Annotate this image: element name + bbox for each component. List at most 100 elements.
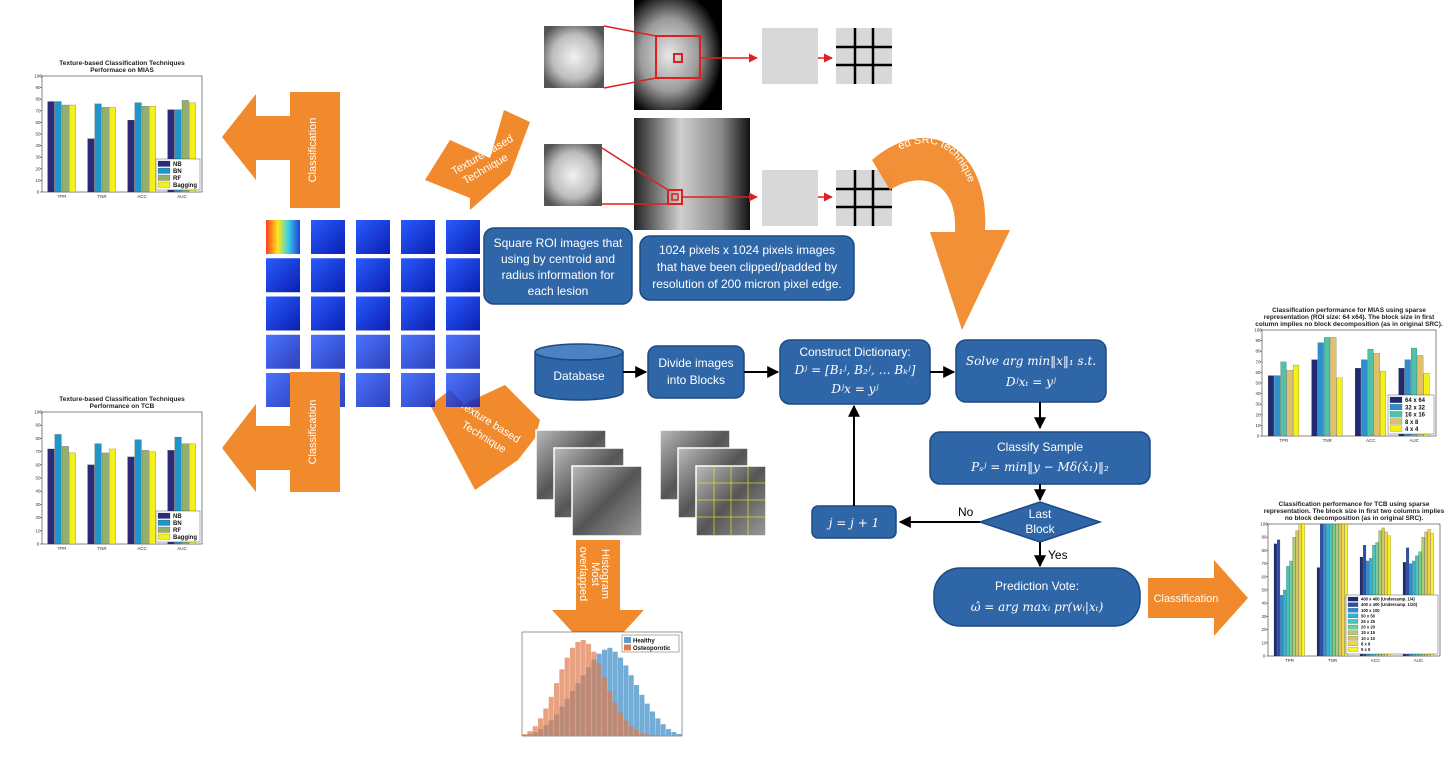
y-tick-label: 20: [35, 166, 41, 171]
bar: [54, 101, 62, 193]
texture-feature-cell: [311, 334, 345, 369]
histogram-bar: [639, 733, 645, 736]
legend-swatch: [157, 174, 171, 181]
bar: [47, 448, 55, 545]
y-tick-label: 90: [1255, 338, 1261, 343]
svg-text:Construct Dictionary:: Construct Dictionary:: [799, 345, 910, 359]
bar: [1381, 527, 1385, 657]
yes-label: Yes: [1048, 548, 1068, 562]
legend-swatch: [1347, 636, 1359, 641]
y-tick-label: 20: [1261, 627, 1267, 632]
bar: [1378, 530, 1382, 657]
bar: [69, 104, 76, 193]
block-grid-1: [836, 28, 892, 84]
svg-text:j = j + 1: j = j + 1: [826, 516, 879, 530]
bar: [1324, 337, 1330, 437]
texture-feature-cell: [356, 258, 390, 293]
legend-entry: Healthy: [633, 639, 655, 645]
bar: [1332, 523, 1336, 657]
histogram-bar: [644, 703, 650, 736]
svg-text:that have been clipped/padded: that have been clipped/padded by: [657, 260, 837, 274]
texture-feature-cell: [311, 296, 345, 331]
histogram-bar: [586, 643, 592, 736]
svg-text:each lesion: each lesion: [528, 284, 589, 298]
increment-box: j = j + 1: [811, 505, 897, 539]
histogram-bar: [596, 663, 602, 736]
legend-entry: RF: [173, 176, 181, 182]
chart-title: representation (ROI size: 64 x64). The b…: [1264, 314, 1435, 321]
bar: [181, 443, 189, 545]
texture-feature-cell: [356, 220, 390, 254]
y-tick-label: 90: [35, 85, 41, 90]
legend-swatch: [1389, 411, 1403, 418]
legend-swatch: [157, 526, 171, 533]
x-tick-label: ACC: [137, 194, 147, 199]
svg-text:Divide images: Divide images: [658, 356, 733, 370]
texture-feature-cell: [446, 334, 480, 369]
chart-title: Classification performance for TCB using…: [1279, 501, 1430, 508]
y-tick-label: 70: [1255, 359, 1261, 364]
legend-swatch: [1347, 641, 1359, 646]
texture-feature-cell: [446, 373, 480, 407]
x-tick-label: TNR: [1323, 438, 1333, 443]
bar: [1384, 531, 1388, 657]
legend-swatch: [1389, 404, 1403, 411]
legend-swatch: [1389, 425, 1403, 432]
legend-entry: RF: [173, 528, 181, 534]
bar: [1336, 377, 1343, 437]
histogram-bar: [644, 734, 650, 736]
y-tick-label: 80: [35, 436, 41, 441]
texture-feature-cell: [311, 220, 345, 254]
bar: [47, 101, 55, 193]
x-tick-label: ACC: [1371, 658, 1381, 663]
bar: [54, 434, 62, 545]
bone-texture-stack: [535, 429, 643, 537]
histogram-bar: [580, 639, 586, 736]
bar: [87, 464, 95, 545]
y-tick-label: 80: [35, 97, 41, 102]
svg-text:Most: Most: [589, 562, 601, 586]
histogram-bar: [618, 712, 624, 736]
histogram-bar: [612, 651, 618, 736]
chart-title: Performance on TCB: [90, 403, 155, 410]
x-tick-label: TPR: [1285, 658, 1295, 663]
bar: [1329, 523, 1333, 657]
legend-swatch: [1347, 630, 1359, 635]
y-tick-label: 10: [35, 528, 41, 533]
x-tick-label: AUC: [1414, 658, 1424, 663]
bar: [174, 436, 182, 545]
bar: [1280, 595, 1284, 657]
bar: [1286, 370, 1293, 437]
legend-entry: NB: [173, 162, 182, 168]
y-tick-label: 60: [35, 120, 41, 125]
histogram-bar: [527, 731, 533, 736]
y-tick-label: 60: [1255, 370, 1261, 375]
bar: [1367, 348, 1374, 437]
histogram-bar: [671, 732, 677, 736]
legend-entry: 25 x 25: [1361, 619, 1376, 624]
histogram-bar: [634, 685, 640, 736]
svg-text:using by centroid and: using by centroid and: [501, 252, 615, 266]
texture-feature-grid: [266, 220, 480, 407]
histogram-bar: [522, 734, 528, 736]
svg-text:Classification: Classification: [1154, 593, 1219, 605]
classification-arrow-bottom: Classification: [222, 372, 340, 492]
bar: [61, 104, 69, 193]
legend-swatch: [157, 512, 171, 519]
bar: [1274, 375, 1281, 437]
legend-entry: 100 x 100: [1361, 608, 1380, 613]
legend-entry: 64 x 64: [1405, 398, 1426, 404]
bar: [1341, 523, 1345, 657]
bar: [109, 107, 116, 193]
x-tick-label: TPR: [58, 194, 68, 199]
y-tick-label: 70: [1261, 561, 1267, 566]
x-tick-label: TPR: [1279, 438, 1289, 443]
bar: [149, 106, 156, 193]
chart-title: Classification performance for MIAS usin…: [1272, 307, 1426, 314]
histogram-bar: [607, 690, 613, 736]
y-tick-label: 40: [35, 143, 41, 148]
construct-dictionary-box: Construct Dictionary: Dʲ = [B₁ʲ, B₂ʲ, … …: [779, 339, 931, 405]
histogram-bar: [564, 657, 570, 736]
